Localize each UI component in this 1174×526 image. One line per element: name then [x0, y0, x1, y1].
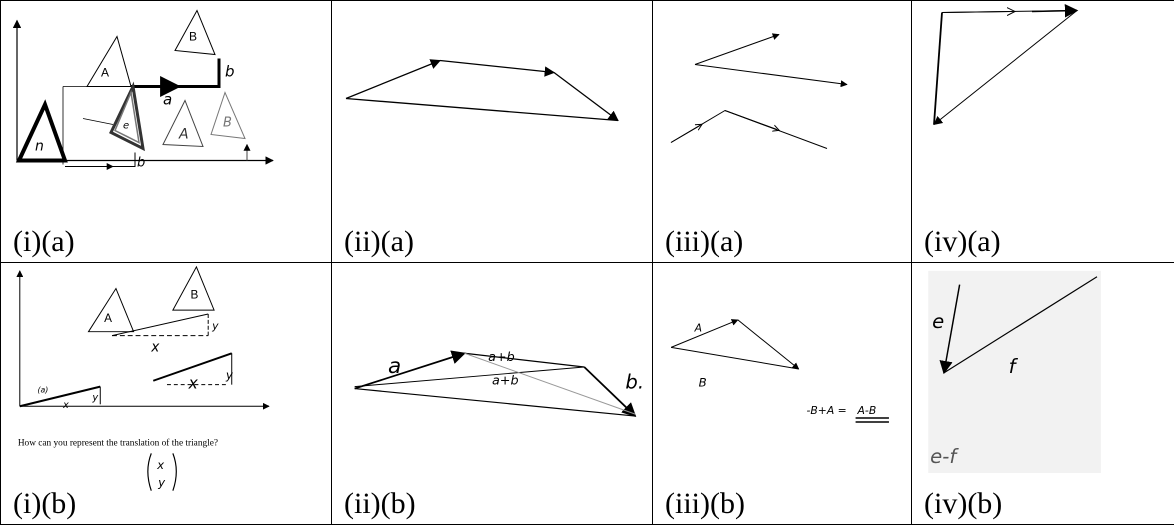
sketch-i-b: A B x y (a) x y x y How can you represen…	[16, 265, 270, 491]
sketch-iv-a	[933, 4, 1079, 126]
triangle-e-shading	[114, 89, 140, 144]
small-vector-label: (a)	[37, 386, 48, 395]
vector-diagonal	[933, 10, 1078, 126]
vector-pencil	[464, 352, 636, 415]
left-paren	[147, 453, 152, 491]
label-sum-lower: a+b	[492, 374, 519, 389]
vector-b	[583, 366, 637, 418]
triangle-a-copy-label: A	[178, 127, 189, 143]
vector-second	[439, 59, 556, 77]
sketch-iii-b: A B -B+A = A-B	[670, 319, 889, 423]
right-vector	[152, 352, 233, 382]
cell-i-a: A B a b n e	[0, 0, 332, 263]
label-b: B	[699, 376, 707, 390]
triangle-b	[174, 9, 216, 56]
label-b: b.	[625, 371, 644, 394]
vector-e	[939, 284, 961, 375]
caption-iv-a: (iv)(a)	[924, 225, 1001, 258]
vector-first	[345, 59, 441, 100]
vector-middle	[464, 352, 585, 368]
right-y-label: y	[225, 368, 234, 382]
vector-b	[671, 346, 799, 370]
x-component-label: x	[150, 339, 160, 355]
column-vector-top: x	[156, 458, 165, 472]
vector-a	[670, 319, 739, 348]
triangle-n	[15, 99, 68, 163]
triangle-a-copy	[162, 99, 204, 148]
caption-iii-a: (iii)(a)	[665, 225, 744, 258]
caption-iii-b: (iii)(b)	[665, 487, 745, 520]
translation-vector	[111, 313, 209, 337]
label-e: e	[932, 310, 944, 333]
caption-i-a: (i)(a)	[13, 225, 75, 258]
vector-lower-first	[670, 126, 700, 143]
triangle-a	[86, 35, 132, 87]
triangle-b	[172, 265, 215, 311]
equation-left: -B+A =	[807, 404, 847, 417]
triangle-b-label: B	[191, 288, 199, 301]
sketch-iv-b: e f e-f	[928, 270, 1101, 473]
cell-ii-b: a b. a+b a+b (ii)(b)	[331, 262, 653, 525]
triangle-b-label: B	[189, 30, 197, 44]
caption-ii-a: (ii)(a)	[344, 225, 414, 258]
vector-f	[943, 276, 1098, 374]
cell-iv-a: (iv)(a)	[911, 0, 1174, 263]
triangle-b-copy	[210, 91, 246, 140]
y-component-label: y	[211, 320, 219, 333]
triangle-a	[87, 287, 135, 333]
cell-ii-a: (ii)(a)	[331, 0, 653, 263]
right-x-label: x	[188, 374, 199, 393]
sketch-iii-a	[670, 33, 848, 149]
vector-top-chevron	[941, 12, 1012, 13]
small-translation-path	[65, 152, 136, 167]
cell-iii-b: A B -B+A = A-B (iii)(b)	[652, 262, 912, 525]
small-x-label: x	[62, 400, 69, 411]
vector-upper-b	[694, 64, 848, 88]
vector-lower-second	[724, 110, 777, 130]
vector-lower-path	[670, 109, 828, 149]
label-a: a	[388, 354, 401, 379]
cell-iv-b: e f e-f (iv)(b)	[911, 262, 1174, 525]
triangle-e	[109, 81, 145, 152]
column-vector-bottom: y	[157, 476, 166, 490]
sketch-ii-b: a b. a+b a+b	[354, 350, 644, 418]
label-f: f	[1009, 355, 1019, 378]
vector-a	[354, 350, 466, 390]
vector-resultant	[354, 388, 636, 417]
scanned-paper	[928, 270, 1101, 473]
triangle-n-label: n	[35, 139, 44, 155]
vector-left	[933, 12, 943, 125]
vector-resultant	[345, 97, 619, 122]
caption-iv-b: (iv)(b)	[924, 487, 1003, 520]
right-paren	[172, 453, 177, 491]
triangle-e-label: e	[123, 121, 129, 132]
triangle-a-label: A	[101, 66, 109, 80]
translation-question: How can you represent the translation of…	[18, 438, 218, 449]
sketch-ii-a	[345, 59, 619, 122]
cell-i-b: A B x y (a) x y x y How can you represen…	[0, 262, 332, 525]
vector-partial-sum	[354, 366, 585, 388]
label-sum-upper: a+b	[488, 350, 515, 365]
vector-third	[553, 71, 619, 122]
small-b-label: b	[137, 156, 145, 171]
small-y-label: y	[91, 392, 98, 403]
triangle-a-label: A	[104, 312, 112, 325]
vector-b-label: b	[225, 63, 235, 81]
sketch-line	[82, 118, 114, 125]
equation-right: A-B	[857, 404, 877, 417]
vector-upper-a	[694, 33, 780, 65]
vector-a-path	[131, 58, 221, 88]
cell-iii-a: (iii)(a)	[652, 0, 912, 263]
sketch-i-a: A B a b n e	[12, 9, 274, 171]
vector-from-a	[737, 319, 800, 370]
caption-i-b: (i)(b)	[13, 487, 77, 520]
caption-ii-b: (ii)(b)	[344, 487, 416, 520]
label-difference: e-f	[930, 445, 959, 468]
triangle-b-copy-label: B	[223, 116, 232, 131]
label-a: A	[694, 322, 702, 335]
small-vector	[19, 385, 101, 408]
vector-a-label: a	[163, 91, 172, 109]
vector-top-head	[1031, 4, 1079, 18]
